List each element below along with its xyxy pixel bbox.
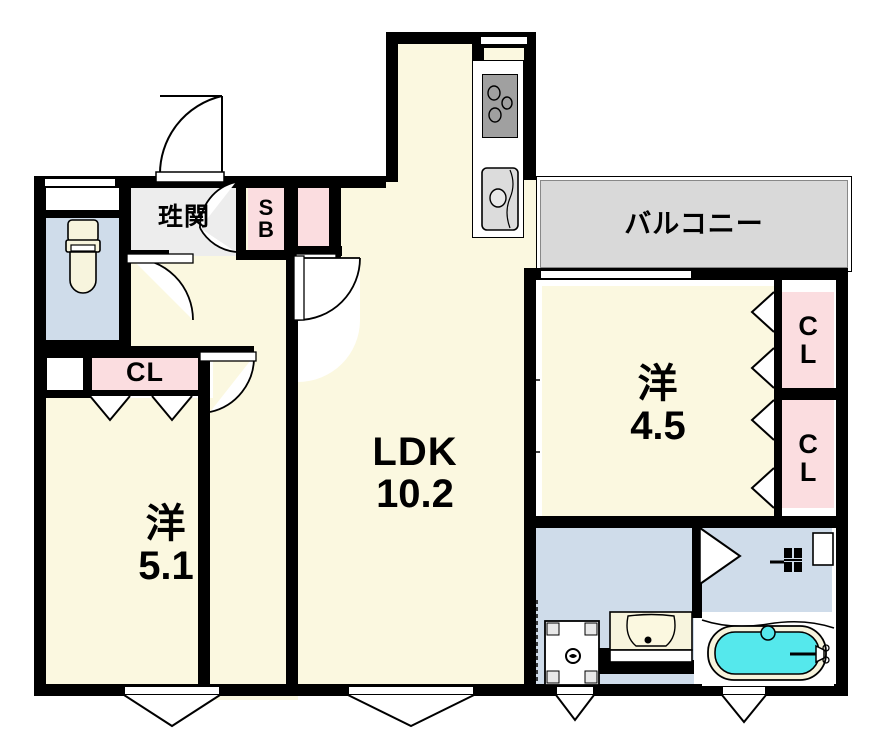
washing-machine-pan-icon xyxy=(544,620,600,686)
bath-mirror-icon xyxy=(812,532,834,566)
wall-outer-right xyxy=(836,268,848,696)
wall-washroom-left xyxy=(524,520,536,696)
wall-sb-right xyxy=(284,176,298,258)
window-toilet-top xyxy=(44,178,116,187)
west-closet-label: CL xyxy=(90,352,200,392)
wall-kitchen-right xyxy=(524,32,536,180)
wall-toilet-top xyxy=(34,210,130,218)
wall-kitchen-notch-2 xyxy=(472,44,536,48)
wall-hall-closet-right xyxy=(329,176,341,262)
ldk-name: LDK xyxy=(372,430,458,474)
shoe-box-line1: S xyxy=(258,195,274,220)
west-room-fill xyxy=(46,398,286,696)
east-room-size: 4.5 xyxy=(630,404,686,448)
ldk-size: 10.2 xyxy=(376,472,454,516)
hall-closet-fill xyxy=(297,182,329,252)
east-closet-top-label: CL xyxy=(784,306,832,372)
window-west-room-bottom xyxy=(124,686,220,695)
wall-balcony-right-edge xyxy=(836,176,848,272)
shower-mixer-icon xyxy=(770,548,802,572)
gas-stove-3burner-icon xyxy=(482,74,518,138)
wall-bath-washroom-divider xyxy=(692,528,702,618)
east-closet-top-fill xyxy=(782,292,834,388)
wall-ldk-hall-stub xyxy=(286,246,342,256)
shoe-box-line2: B xyxy=(258,217,274,242)
shoe-box-fill xyxy=(248,182,284,252)
wall-toilet-right xyxy=(119,176,131,348)
wall-west-closet-divider xyxy=(84,346,92,396)
toilet-icon xyxy=(65,219,101,294)
wall-genkan-bottom xyxy=(119,250,169,258)
ldk-east-sliding-lines xyxy=(524,280,540,520)
west-closet-text: CL xyxy=(126,356,164,387)
window-washroom-bottom xyxy=(556,686,594,695)
window-balcony-door xyxy=(540,270,692,279)
kitchen-sink-icon xyxy=(481,167,519,231)
east-room-fill xyxy=(542,286,782,516)
wall-hall-mid xyxy=(198,346,254,356)
balcony-name: バルコニー xyxy=(624,208,764,239)
balcony-label: バルコニー xyxy=(560,202,828,246)
west-room-label: 洋 5.1 xyxy=(88,490,244,600)
wall-vanity-left xyxy=(598,648,612,674)
wall-west-room-top xyxy=(34,346,206,358)
east-closet-bottom-text: CL xyxy=(793,429,824,485)
wall-west-closet-base xyxy=(90,390,202,396)
vanity-sink-icon xyxy=(609,611,693,663)
wall-west-room-right xyxy=(198,346,210,696)
wall-kitchen-notch xyxy=(472,44,484,60)
east-closet-top-text: CL xyxy=(793,311,824,367)
window-ldk-bottom xyxy=(348,686,474,695)
balcony-fill xyxy=(540,180,848,268)
genkan-label: 珄関 xyxy=(134,196,234,238)
west-room-name: 洋 xyxy=(145,502,187,546)
east-room-name: 洋 xyxy=(637,362,679,406)
ldk-label: LDK 10.2 xyxy=(330,418,500,528)
wall-hallway-ldk xyxy=(286,246,298,696)
washroom-left-dashed xyxy=(536,600,538,692)
wall-vanity-base xyxy=(598,660,694,674)
wall-east-room-bottom xyxy=(524,516,848,528)
wall-toilet-bottom xyxy=(34,340,130,348)
east-room-label: 洋 4.5 xyxy=(580,350,736,460)
wall-west-closet-bottom xyxy=(34,390,92,398)
wall-sb-bottom xyxy=(236,250,298,260)
west-room-size: 5.1 xyxy=(138,544,194,588)
wall-outer-left xyxy=(34,176,46,696)
shoe-box-label: S B xyxy=(248,190,284,248)
genkan-name: 珄関 xyxy=(157,202,210,231)
east-closet-bottom-label: CL xyxy=(784,424,832,490)
wall-kitchen-left xyxy=(386,32,398,182)
wall-genkan-right xyxy=(236,176,246,256)
east-closet-bottom-fill xyxy=(782,400,834,508)
wall-east-closet-mid xyxy=(774,388,848,400)
kitchen-window xyxy=(480,36,528,45)
bathtub-icon xyxy=(701,614,835,686)
wall-ldk-east-divider xyxy=(524,268,536,520)
